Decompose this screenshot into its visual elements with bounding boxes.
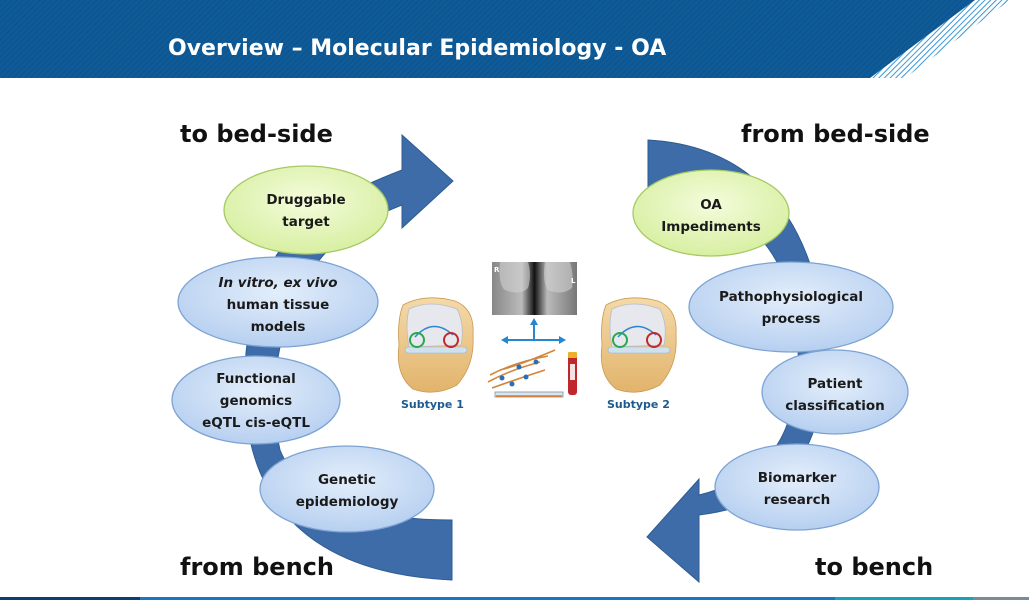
svg-text:models: models <box>251 319 306 335</box>
label-to-bench: to bench <box>815 553 933 581</box>
svg-text:research: research <box>764 492 830 508</box>
svg-text:Druggable: Druggable <box>266 192 345 208</box>
label-from-bench: from bench <box>180 553 334 581</box>
footer-bar <box>0 597 1029 600</box>
xray-marker-l: L <box>571 277 576 285</box>
svg-text:Biomarker: Biomarker <box>758 470 837 486</box>
svg-text:In vitro, ex vivo: In vitro, ex vivo <box>218 275 337 291</box>
svg-text:human tissue: human tissue <box>227 297 330 313</box>
header-bar <box>0 0 975 78</box>
svg-text:process: process <box>762 311 821 327</box>
cell-culture-illustration <box>487 349 564 398</box>
subtype-1-label: Subtype 1 <box>401 398 464 411</box>
three-way-arrow-icon <box>501 318 566 344</box>
node-patient-classification: Patient classification <box>761 349 909 435</box>
subtype-2-label: Subtype 2 <box>607 398 670 411</box>
header-banner: Overview – Molecular Epidemiology - OA <box>0 0 1010 78</box>
healthy-region-icon <box>409 332 425 348</box>
header-stripe-accent <box>870 0 1010 78</box>
node-oa-impediments: OA Impediments <box>632 169 790 257</box>
svg-text:eQTL cis-eQTL: eQTL cis-eQTL <box>202 415 310 431</box>
node-pathophysiological-process: Pathophysiological process <box>688 261 894 353</box>
slide-title: Overview – Molecular Epidemiology - OA <box>168 36 666 61</box>
svg-text:classification: classification <box>785 398 885 414</box>
svg-text:epidemiology: epidemiology <box>296 494 399 510</box>
knee-xray-image: R L <box>492 262 577 315</box>
svg-text:Functional: Functional <box>216 371 295 387</box>
label-to-bed-side: to bed-side <box>180 120 333 148</box>
node-biomarker-research: Biomarker research <box>714 443 880 531</box>
xray-marker-r: R <box>494 266 500 274</box>
node-genetic-epidemiology: Genetic epidemiology <box>259 445 435 533</box>
knee-joint-illustration-subtype-1 <box>397 297 474 393</box>
svg-text:target: target <box>282 214 330 230</box>
svg-text:OA: OA <box>700 197 722 213</box>
svg-text:Genetic: Genetic <box>318 472 376 488</box>
node-in-vitro-models: In vitro, ex vivo human tissue models <box>177 256 379 348</box>
healthy-region-icon <box>612 332 628 348</box>
label-from-bed-side: from bed-side <box>741 120 930 148</box>
svg-text:Impediments: Impediments <box>661 219 761 235</box>
svg-text:genomics: genomics <box>220 393 292 409</box>
node-functional-genomics: Functional genomics eQTL cis-eQTL <box>171 355 341 445</box>
knee-joint-illustration-subtype-2 <box>600 297 677 393</box>
blood-tube-icon <box>568 352 577 395</box>
svg-text:Patient: Patient <box>808 376 863 392</box>
damaged-region-icon <box>646 332 662 348</box>
svg-text:Pathophysiological: Pathophysiological <box>719 289 863 305</box>
damaged-region-icon <box>443 332 459 348</box>
node-druggable-target: Druggable target <box>223 165 389 255</box>
